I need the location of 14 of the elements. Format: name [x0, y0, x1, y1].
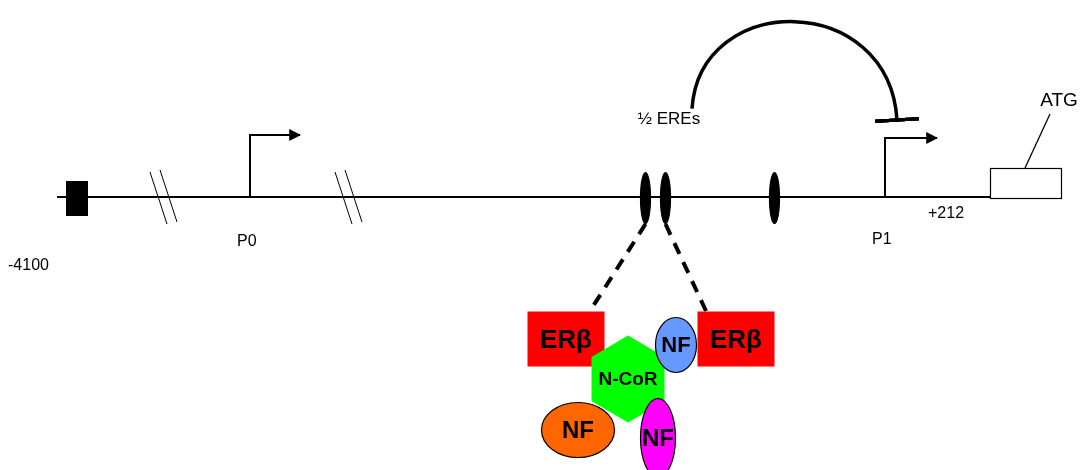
position-label: +212	[928, 204, 965, 222]
protein-name: ERβ	[710, 323, 762, 355]
protein-name: NF	[661, 332, 691, 358]
position-label: P0	[237, 232, 257, 250]
position-label: P1	[872, 230, 892, 248]
position-label: -4100	[8, 256, 49, 274]
label-text: ATG	[1040, 89, 1078, 111]
protein-name: NF	[642, 424, 674, 452]
label-text: ½ EREs	[637, 109, 701, 129]
dashed-connector	[663, 223, 708, 312]
protein-name: ERβ	[540, 323, 592, 355]
leader-line	[1024, 113, 1051, 169]
protein-name: N-CoR	[598, 368, 658, 390]
protein-name: NF	[562, 416, 594, 444]
